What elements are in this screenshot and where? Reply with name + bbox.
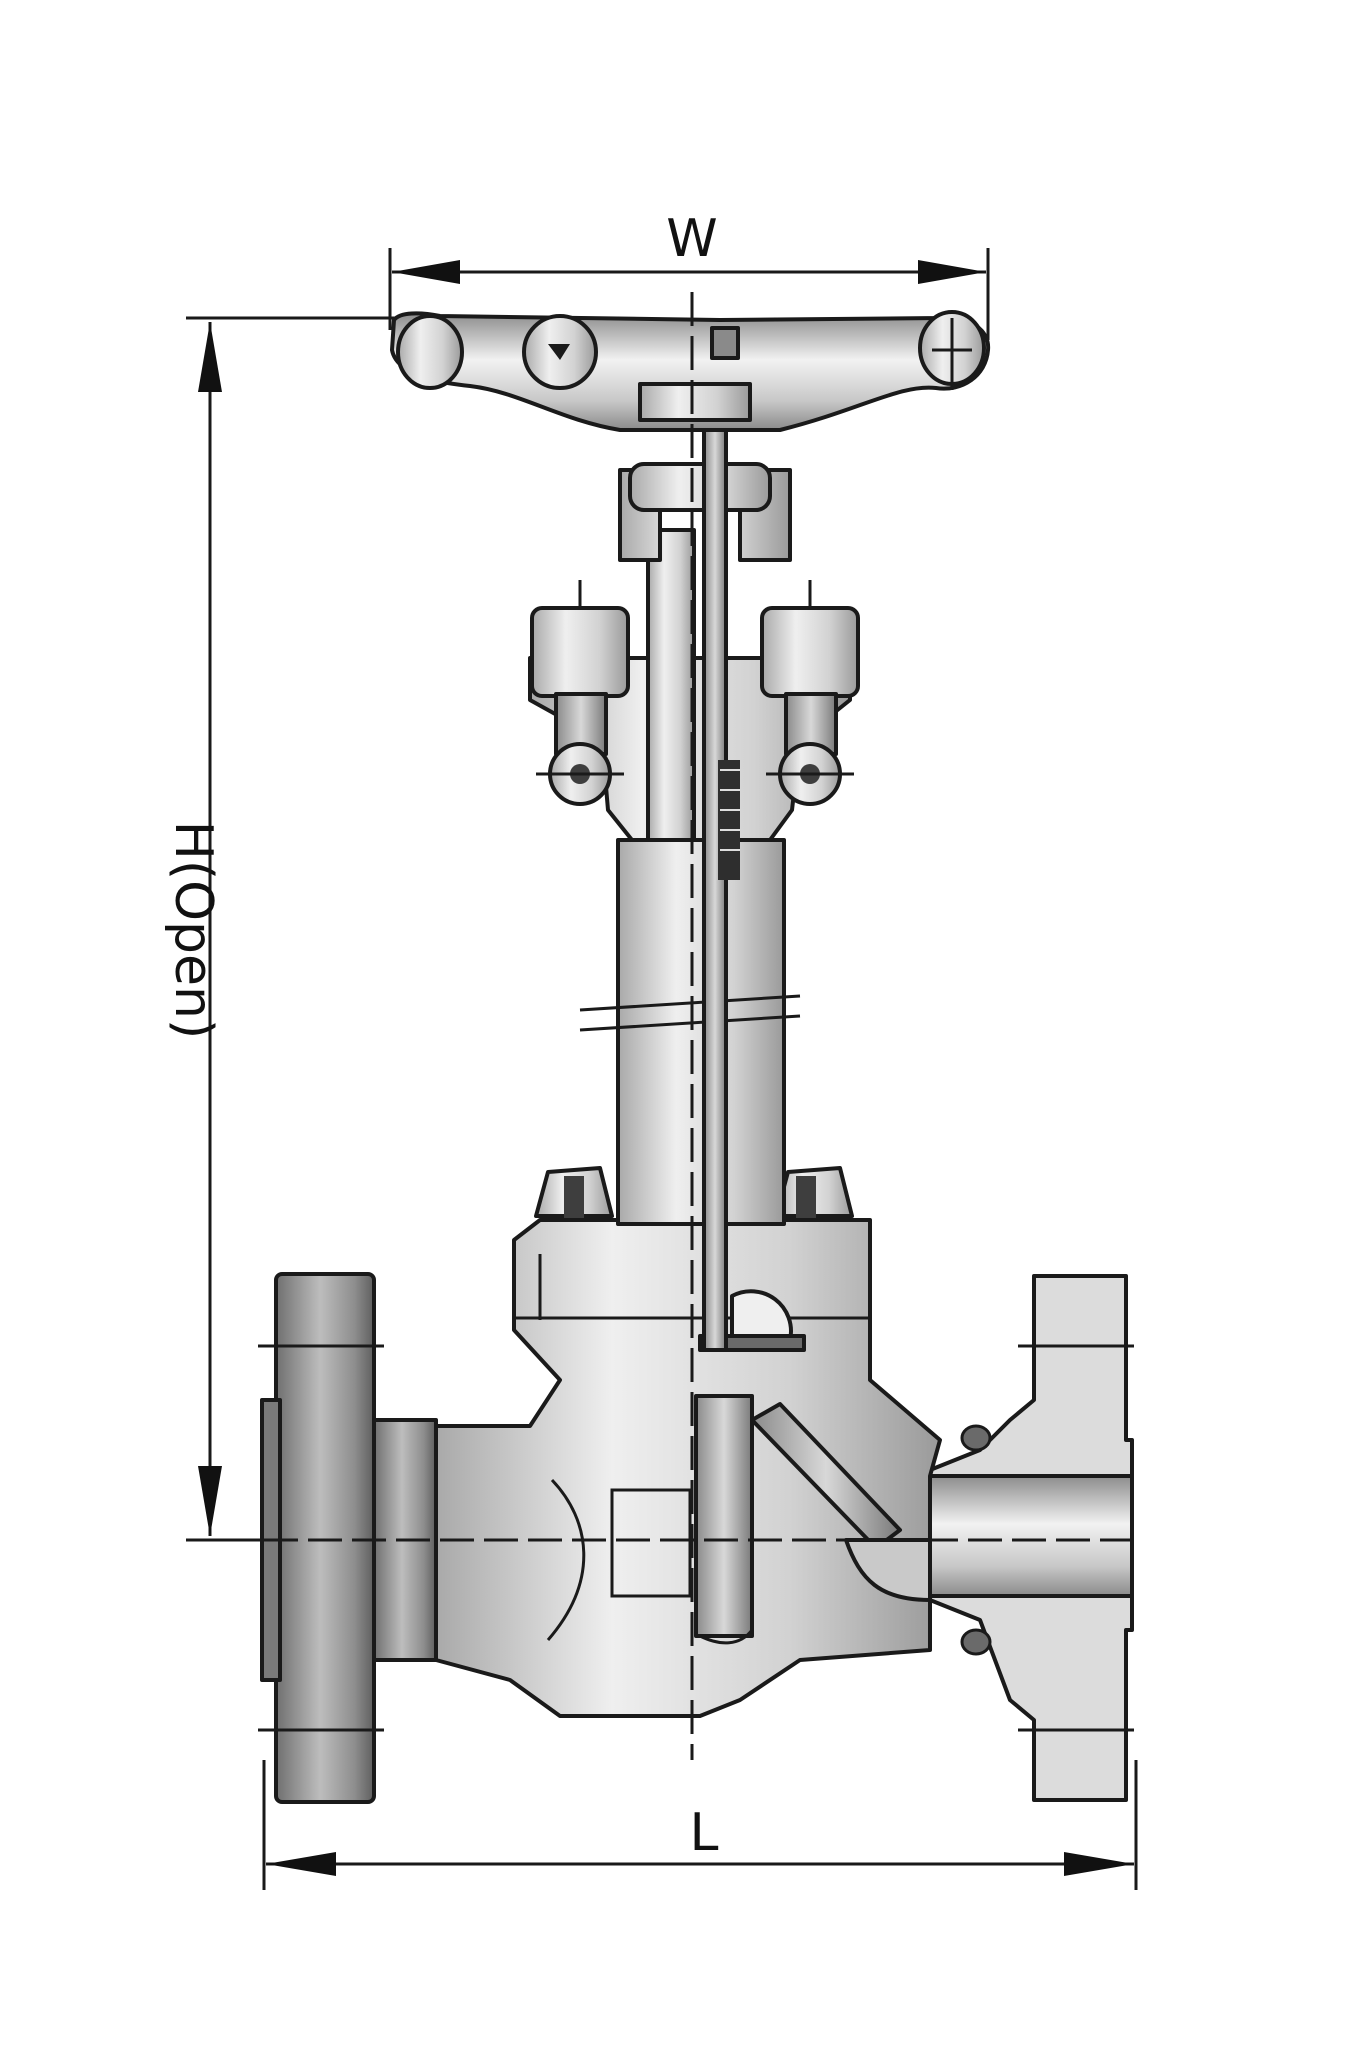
handwheel — [390, 310, 991, 432]
bonnet-neck — [579, 838, 801, 1226]
length-arrow-right — [1064, 1852, 1134, 1876]
length-label: L — [690, 1803, 719, 1863]
width-arrow-right — [918, 260, 986, 284]
right-flange — [928, 1274, 1134, 1802]
height-dimension: H(Open) — [163, 316, 600, 1542]
length-arrow-left — [266, 1852, 336, 1876]
length-dimension: L — [262, 1760, 1138, 1890]
width-label: W — [666, 209, 717, 269]
left-flange — [258, 1272, 438, 1804]
width-dimension: W — [388, 209, 990, 340]
height-arrow-top — [198, 322, 222, 392]
height-label: H(Open) — [163, 821, 223, 1040]
centerlines — [264, 292, 1140, 1760]
height-arrow-bottom — [198, 1466, 222, 1536]
gland-bolt-right — [760, 580, 860, 806]
gland-bolt-left — [530, 580, 630, 806]
width-arrow-left — [392, 260, 460, 284]
valve-body — [434, 1218, 942, 1718]
stem — [702, 318, 740, 1352]
valve-illustration — [258, 292, 1140, 1804]
